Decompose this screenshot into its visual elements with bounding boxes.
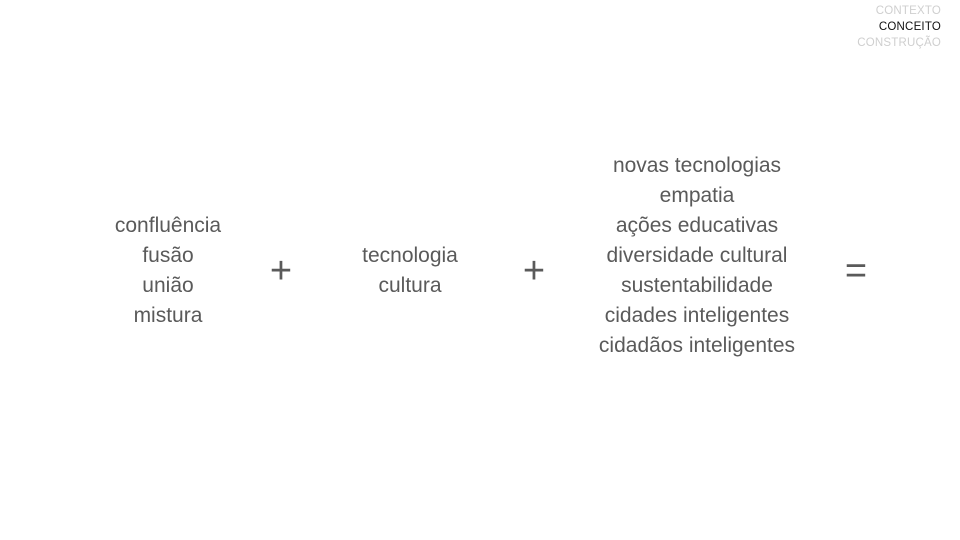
term-mistura: mistura — [133, 304, 203, 327]
nav-item-conceito[interactable]: CONCEITO — [878, 21, 941, 33]
term-tecnologia: tecnologia — [362, 244, 458, 267]
term-group-2: tecnologia cultura — [330, 241, 490, 301]
term-group-1: confluência fusão união mistura — [88, 211, 248, 331]
term-cidadaos-inteligentes: cidadãos inteligentes — [598, 334, 796, 357]
term-uniao: união — [142, 274, 194, 297]
plus-operator-1: + — [269, 250, 293, 292]
term-novas-tecnologias: novas tecnologias — [612, 154, 782, 177]
term-acoes-educativas: ações educativas — [615, 214, 779, 237]
equals-operator: = — [844, 250, 868, 292]
term-sustentabilidade: sustentabilidade — [621, 274, 773, 297]
plus-operator-2: + — [522, 250, 546, 292]
term-empatia: empatia — [659, 184, 735, 207]
nav-item-contexto[interactable]: CONTEXTO — [875, 5, 941, 17]
term-fusao: fusão — [142, 244, 194, 267]
term-group-3: novas tecnologias empatia ações educativ… — [567, 151, 827, 361]
term-cidades-inteligentes: cidades inteligentes — [604, 304, 790, 327]
term-cultura: cultura — [378, 274, 442, 297]
section-nav: CONTEXTO CONCEITO CONSTRUÇÃO — [857, 3, 941, 51]
term-diversidade-cultural: diversidade cultural — [606, 244, 788, 267]
nav-item-construcao[interactable]: CONSTRUÇÃO — [857, 37, 941, 49]
term-confluencia: confluência — [114, 214, 222, 237]
